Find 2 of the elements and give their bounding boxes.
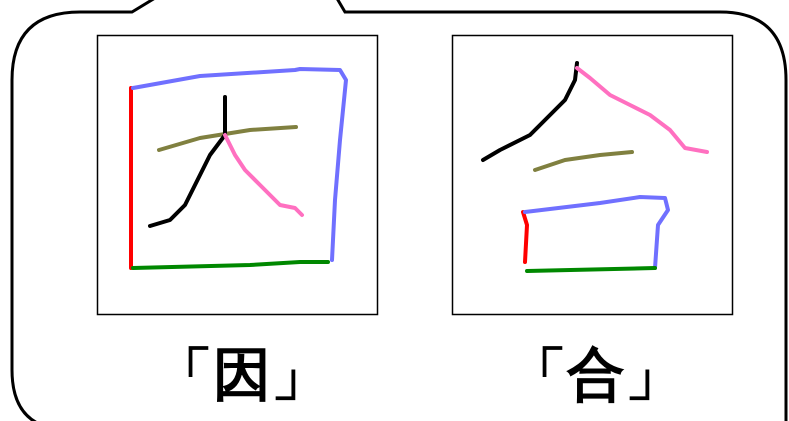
character-caption: 「合」 xyxy=(509,345,683,403)
character-caption: 「因」 xyxy=(155,345,329,403)
